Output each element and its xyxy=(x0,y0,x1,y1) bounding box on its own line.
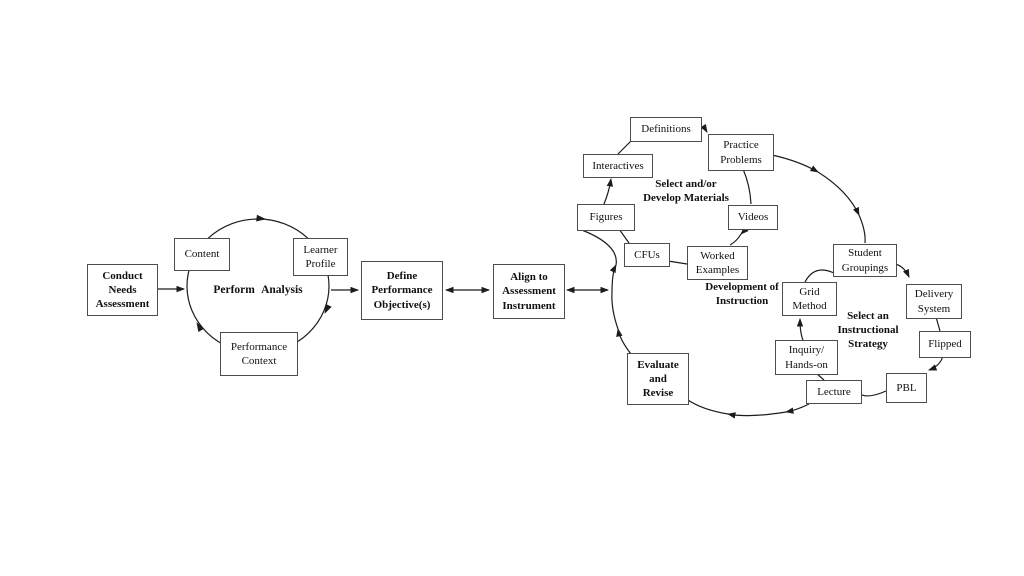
label-development-of-instruction: Development of Instruction xyxy=(705,281,779,307)
edge-practice-to-videos xyxy=(742,168,752,205)
edge-worked-to-cfus xyxy=(667,260,688,265)
node-interactives: Interactives xyxy=(583,154,653,178)
edge-grid-to-groupings xyxy=(804,269,837,283)
outer-arc-topright-3 xyxy=(858,214,866,244)
outer-arc-bottom-2 xyxy=(727,411,787,419)
node-definitions: Definitions xyxy=(630,117,702,142)
outer-arc-left-3 xyxy=(609,264,617,293)
outer-arc-left-2 xyxy=(611,291,619,330)
node-lecture: Lecture xyxy=(806,380,862,404)
analysis-circle-arrow-bottom xyxy=(196,322,205,333)
edge-groupings-to-delivery xyxy=(894,263,910,278)
node-practice-problems: Practice Problems xyxy=(708,134,774,171)
node-worked-examples: Worked Examples xyxy=(687,246,748,280)
edge-figures-to-cfus xyxy=(618,228,630,244)
node-videos: Videos xyxy=(728,205,778,230)
analysis-circle-arrow-top xyxy=(256,214,266,222)
outer-arc-topright-2 xyxy=(817,171,860,216)
edge-interactives-to-definitions xyxy=(617,140,632,155)
node-conduct-needs-assessment: Conduct Needs Assessment xyxy=(87,264,158,316)
outer-arc-bottom-1 xyxy=(785,403,810,414)
node-pbl: PBL xyxy=(886,373,927,403)
edge-flipped-to-pbl xyxy=(928,355,944,371)
edge-pbl-to-lecture xyxy=(859,390,887,397)
node-grid-method: Grid Method xyxy=(782,282,837,316)
outer-arc-topright-1 xyxy=(771,154,819,173)
node-learner-profile: Learner Profile xyxy=(293,238,348,276)
node-delivery-system: Delivery System xyxy=(906,284,962,319)
label-select-develop-materials: Select and/or Develop Materials xyxy=(643,178,729,204)
label-perform-analysis: Perform Analysis xyxy=(213,284,303,296)
node-flipped: Flipped xyxy=(919,331,971,358)
edge-videos-to-worked xyxy=(729,233,742,246)
node-performance-context: Performance Context xyxy=(220,332,298,376)
node-evaluate-and-revise: Evaluate and Revise xyxy=(627,353,689,405)
node-cfus: CFUs xyxy=(624,243,670,267)
analysis-circle-arrow-right xyxy=(324,303,332,314)
edge-delivery-to-flipped xyxy=(935,316,941,332)
edge-inquiry-to-grid xyxy=(796,318,804,341)
outer-arc-bottom-3 xyxy=(687,399,729,415)
outer-arc-left-1 xyxy=(616,328,632,355)
node-define-performance-objectives: Define Performance Objective(s) xyxy=(361,261,443,320)
node-student-groupings: Student Groupings xyxy=(833,244,897,277)
edge-figures-to-interactives xyxy=(603,178,614,205)
node-inquiry-hands-on: Inquiry/ Hands-on xyxy=(775,340,838,375)
node-figures: Figures xyxy=(577,204,635,231)
label-select-instructional-strategy: Select an Instructional Strategy xyxy=(837,310,899,350)
outer-arc-left-4 xyxy=(578,228,617,266)
node-align-assessment-instrument: Align to Assessment Instrument xyxy=(493,264,565,319)
node-content: Content xyxy=(174,238,230,271)
